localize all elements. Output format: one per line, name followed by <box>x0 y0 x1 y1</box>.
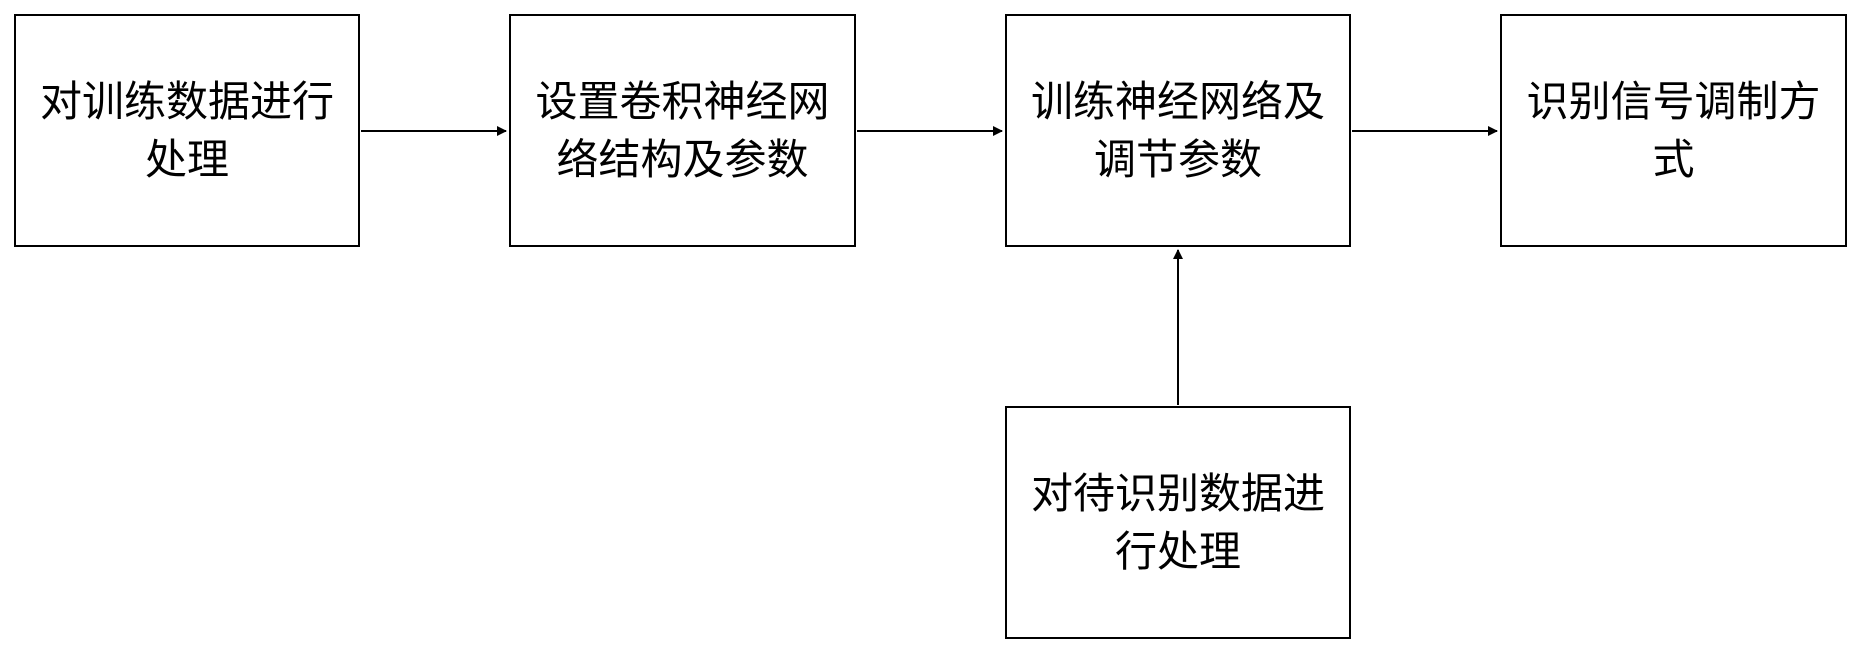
step-preprocess-unknown-data: 对待识别数据进行处理 <box>1005 406 1351 639</box>
step-preprocess-training-data: 对训练数据进行处理 <box>14 14 360 247</box>
step-identify-modulation: 识别信号调制方式 <box>1500 14 1847 247</box>
step-identify-modulation-label: 识别信号调制方式 <box>1526 76 1821 184</box>
step-train-network: 训练神经网络及调节参数 <box>1005 14 1351 247</box>
step-train-network-label: 训练神经网络及调节参数 <box>1030 76 1325 184</box>
step-preprocess-training-data-label: 对训练数据进行处理 <box>39 76 334 184</box>
step-preprocess-unknown-data-label: 对待识别数据进行处理 <box>1030 468 1325 576</box>
step-set-cnn-structure-label: 设置卷积神经网络结构及参数 <box>535 76 830 184</box>
step-set-cnn-structure: 设置卷积神经网络结构及参数 <box>509 14 856 247</box>
